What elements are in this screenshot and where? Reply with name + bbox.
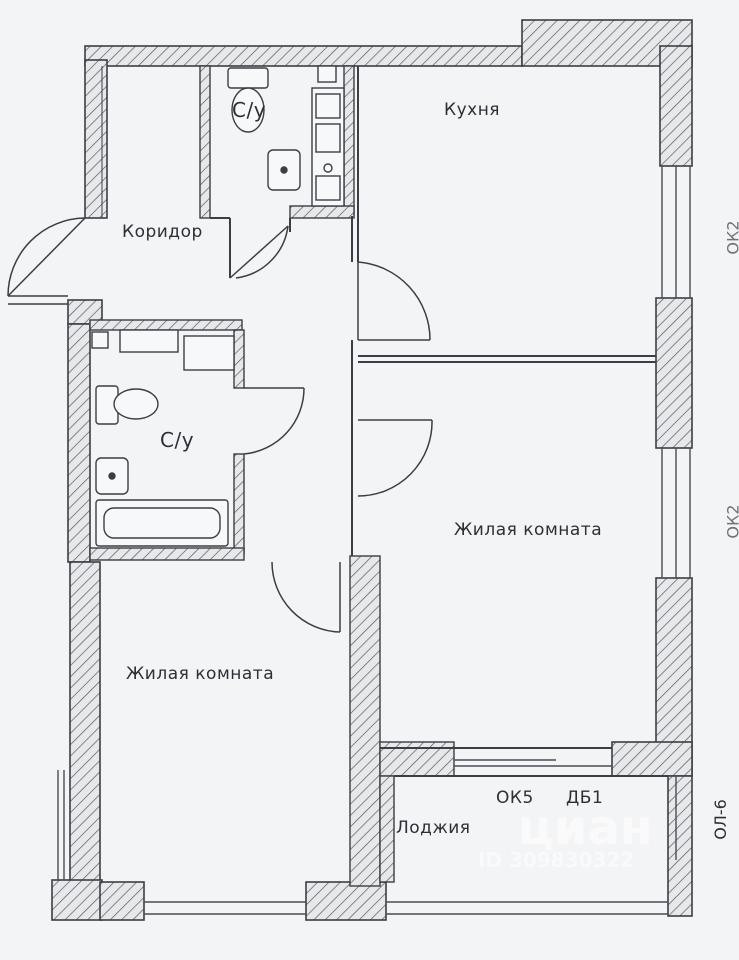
mark-ok5: ОК5 xyxy=(496,788,534,808)
room-label-living-right: Жилая комната xyxy=(454,520,603,540)
room-label-loggia: Лоджия xyxy=(396,818,471,838)
room-label-corridor: Коридор xyxy=(122,222,203,242)
toilet-bowl-middle xyxy=(113,388,159,420)
mark-ok2-upper: ОК2 xyxy=(723,220,739,255)
door-swings xyxy=(7,217,433,633)
misc-lines xyxy=(89,66,103,562)
room-label-kitchen: Кухня xyxy=(444,100,501,120)
watermark-id: ID 309830322 xyxy=(478,848,635,872)
watermark-brand: циан xyxy=(518,800,653,856)
exterior-walls xyxy=(51,19,693,921)
partitions xyxy=(210,66,668,777)
room-label-living-left: Жилая комната xyxy=(126,664,275,684)
mark-db1: ДБ1 xyxy=(566,788,604,808)
fixtures xyxy=(91,65,345,547)
interior-walls xyxy=(89,65,455,887)
entrance-frame xyxy=(8,295,68,305)
windows xyxy=(57,166,691,915)
mark-ol6: ОЛ-6 xyxy=(710,799,730,840)
mark-ok2-lower: ОК2 xyxy=(723,504,739,539)
room-label-wc-middle: С/у xyxy=(160,428,195,452)
toilet-tank-upper xyxy=(227,67,269,89)
room-label-wc-upper: С/у xyxy=(232,98,267,122)
toilet-bowl-upper xyxy=(231,87,265,133)
